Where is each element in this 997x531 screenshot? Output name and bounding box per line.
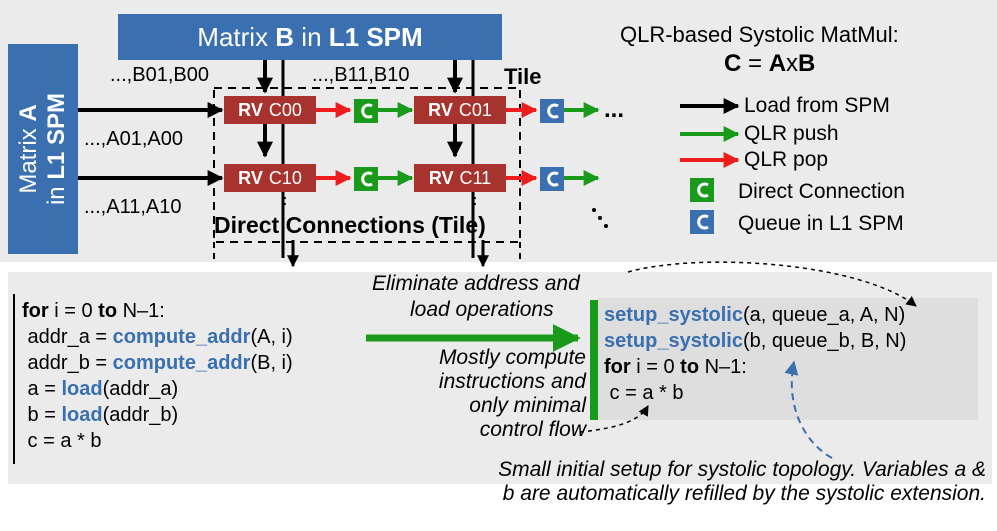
core-c01 xyxy=(414,96,506,124)
left-code: for i = 0 to N–1: addr_a = compute_addr(… xyxy=(22,300,362,470)
b-col0-label: ...,B01,B00 xyxy=(110,64,209,86)
legend-direct-label: Direct Connection xyxy=(738,180,905,203)
queue-icon-1 xyxy=(540,167,564,191)
right-code-line-2: for i = 0 to N–1: xyxy=(604,356,747,378)
matrix-a-box xyxy=(8,44,78,254)
left-code-line-0: for i = 0 to N–1: xyxy=(22,300,165,322)
tile-label: Tile xyxy=(504,64,542,89)
core-c11 xyxy=(414,164,506,192)
left-code-line-5: c = a * b xyxy=(22,430,102,452)
core-c00 xyxy=(224,96,316,124)
direct-connection-icon-0 xyxy=(354,99,378,123)
right-code-line-0: setup_systolic(a, queue_a, A, N) xyxy=(604,304,906,326)
direct-connection-icon-1 xyxy=(354,167,378,191)
matrix-b-box xyxy=(118,14,502,60)
right-code-panel xyxy=(598,298,978,420)
legend-load-label: Load from SPM xyxy=(744,94,890,117)
left-code-line-2: addr_b = compute_addr(B, i) xyxy=(22,352,293,374)
dashed-curve-top xyxy=(627,261,917,307)
right-code-line-3: c = a * b xyxy=(604,382,684,404)
matrix-b-label: Matrix B in L1 SPM xyxy=(197,21,423,52)
eliminate-note-1: Eliminate address and xyxy=(372,272,580,295)
legend-queue-icon xyxy=(690,210,714,234)
mostly-note: Mostly compute instructions and only min… xyxy=(438,346,586,441)
svg-text::: : xyxy=(472,192,477,209)
matrix-a-label: Matrix A in L1 SPM xyxy=(15,92,70,206)
direct-connections-outline xyxy=(213,242,521,262)
svg-text::: : xyxy=(282,192,287,209)
a-row0-label: ...,A01,A00 xyxy=(84,128,183,150)
ellipsis-right: ... xyxy=(604,96,625,123)
a-row1-label: ...,A11,A10 xyxy=(84,196,182,218)
queue-icon-0 xyxy=(540,99,564,123)
direct-connections-label: Direct Connections (Tile) xyxy=(214,212,486,238)
chart-title: QLR-based Systolic MatMul: xyxy=(620,22,899,47)
core-c10 xyxy=(224,164,316,192)
legend-pop-label: QLR pop xyxy=(744,148,829,171)
legend-queue-label: Queue in L1 SPM xyxy=(738,212,904,235)
tile-box xyxy=(213,87,521,243)
footer-note: Small initial setup for systolic topolog… xyxy=(498,458,986,505)
right-code: setup_systolic(a, queue_a, A, N) setup_s… xyxy=(604,304,974,420)
left-code-line-3: a = load(addr_a) xyxy=(22,378,179,400)
legend-direct-icon xyxy=(690,178,714,202)
right-code-bar xyxy=(590,300,598,420)
dashed-curve-refill xyxy=(784,360,833,459)
left-code-line-1: addr_a = compute_addr(A, i) xyxy=(22,326,293,348)
dashed-curve-control xyxy=(579,405,649,433)
chart-formula: C = AxB xyxy=(724,50,816,77)
eliminate-note-2: load operations xyxy=(410,298,554,321)
legend-push-label: QLR push xyxy=(744,122,839,145)
right-code-line-1: setup_systolic(b, queue_b, B, N) xyxy=(604,330,907,352)
b-col1-label: ...,B11,B10 xyxy=(312,64,410,86)
left-code-line-4: b = load(addr_b) xyxy=(22,404,179,426)
